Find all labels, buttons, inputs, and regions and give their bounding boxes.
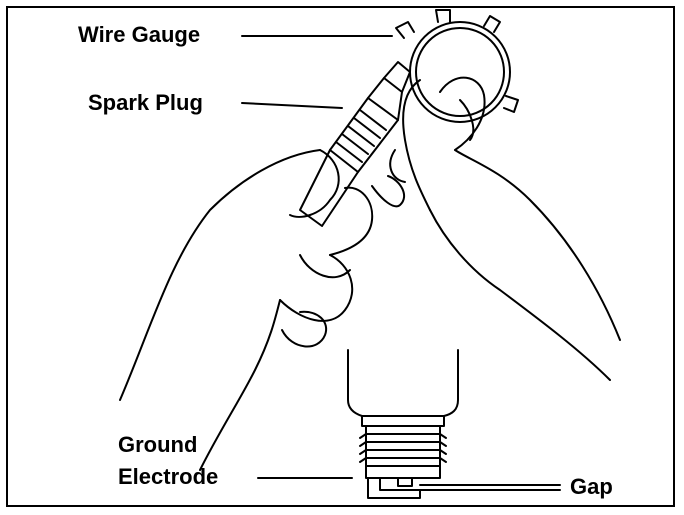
ground-electrode-label-line1: Ground <box>118 432 198 457</box>
spark-plug-label: Spark Plug <box>88 90 203 115</box>
right-hand <box>390 78 620 380</box>
left-hand <box>120 150 404 470</box>
wire-gauge-tool <box>396 10 518 122</box>
diagram-frame <box>6 6 675 507</box>
spark-plug-leader <box>242 103 342 108</box>
closeup-spark-plug <box>348 350 458 498</box>
ground-electrode-label-line2: Electrode <box>118 464 219 489</box>
gap-label: Gap <box>570 474 613 499</box>
ground-electrode <box>368 478 420 498</box>
angled-spark-plug <box>300 62 410 226</box>
center-electrode <box>398 478 412 486</box>
wire-gauge-label: Wire Gauge <box>78 22 201 47</box>
